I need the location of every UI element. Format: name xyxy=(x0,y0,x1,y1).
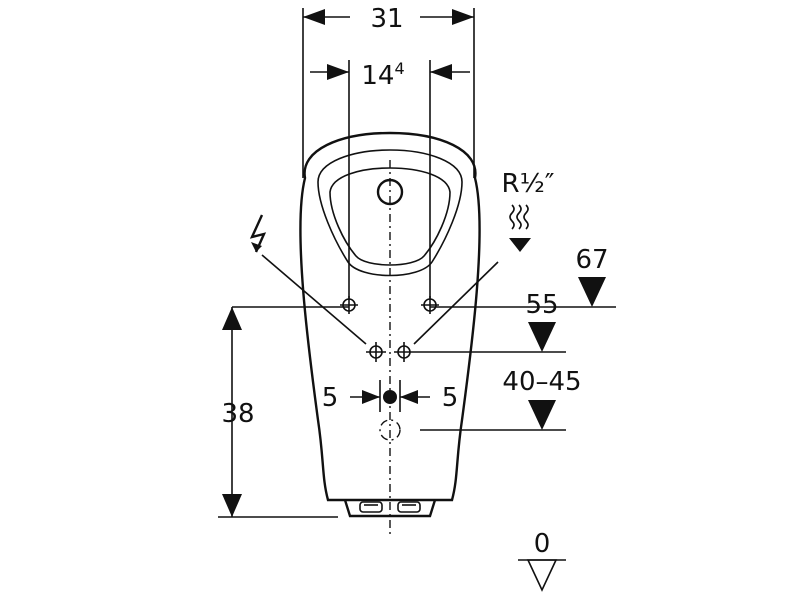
side-height-label: 38 xyxy=(221,399,254,429)
dim-inner-width: 144 xyxy=(310,59,470,300)
dim-overall-width: 31 xyxy=(302,4,475,178)
floor-reference: 0 xyxy=(518,529,566,592)
supply-connection-markers xyxy=(340,296,439,362)
height-marker-67: 67 xyxy=(568,245,616,308)
dim-overall-width-label: 31 xyxy=(370,4,403,34)
floor-level-label: 0 xyxy=(534,529,551,559)
height-67-label: 67 xyxy=(575,245,608,275)
dim-side-height: 38 xyxy=(218,307,338,518)
thread-size-label: R½″ xyxy=(502,169,555,199)
lightning-icon xyxy=(249,214,267,253)
height-40-45-label: 40–45 xyxy=(502,367,581,397)
water-supply-icon xyxy=(509,204,531,252)
dim-offset: 5 5 xyxy=(322,380,459,413)
offset-right-label: 5 xyxy=(442,383,459,413)
dim-inner-width-superscript: 4 xyxy=(394,59,404,78)
height-55-label: 55 xyxy=(525,290,558,320)
dim-inner-width-label: 144 xyxy=(361,59,404,91)
urinal-body xyxy=(299,131,481,518)
height-marker-55: 55 xyxy=(232,290,568,353)
drain-point xyxy=(383,390,397,404)
height-marker-40-45: 40–45 xyxy=(379,367,582,441)
offset-left-label: 5 xyxy=(322,383,339,413)
